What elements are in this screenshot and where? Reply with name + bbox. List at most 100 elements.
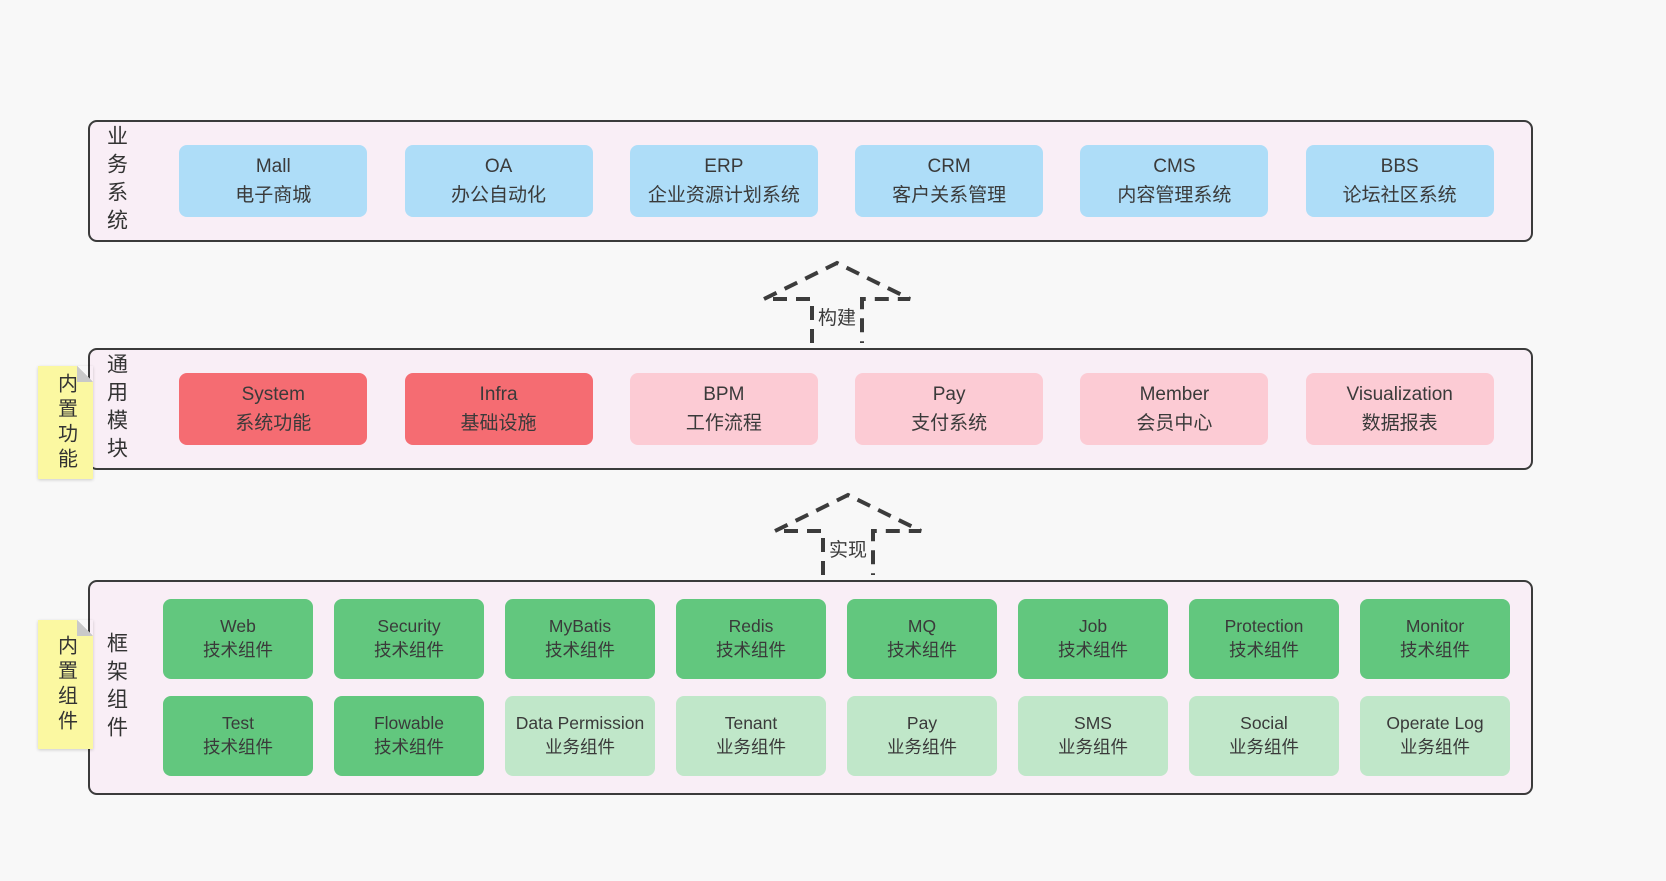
box-system-subtitle: 系统功能: [235, 413, 312, 434]
box-security-subtitle: 技术组件: [374, 640, 444, 660]
box-security: Security 技术组件: [334, 599, 484, 679]
business-systems-label: 业务系统: [104, 125, 128, 237]
box-bbs: BBS 论坛社区系统: [1305, 145, 1494, 217]
box-bbs-title: BBS: [1380, 155, 1419, 177]
box-flowable: Flowable 技术组件: [334, 696, 484, 776]
box-mybatis-title: MyBatis: [548, 616, 612, 637]
box-system-title: System: [241, 383, 305, 405]
box-cms-subtitle: 内容管理系统: [1117, 185, 1232, 206]
box-oa-title: OA: [484, 155, 513, 177]
business-systems-boxes: Mall 电子商城 OA 办公自动化 ERP 企业资源计划系统 CRM 客户关系…: [142, 122, 1531, 240]
box-flowable-subtitle: 技术组件: [374, 737, 444, 757]
box-erp-title: ERP: [704, 155, 744, 177]
common-modules-label-wrap: 通用模块: [90, 350, 142, 468]
box-mall: Mall 电子商城: [179, 145, 368, 217]
box-social-subtitle: 业务组件: [1229, 737, 1299, 757]
build-arrow-label: 构建: [815, 303, 859, 330]
builtin-components-note: 内置组件: [38, 620, 93, 749]
box-redis-title: Redis: [728, 616, 774, 637]
box-infra: Infra 基础设施: [404, 373, 593, 445]
box-pay-component: Pay 业务组件: [847, 696, 997, 776]
box-visualization: Visualization 数据报表: [1305, 373, 1494, 445]
box-system: System 系统功能: [179, 373, 368, 445]
framework-components-label: 框架组件: [104, 631, 128, 744]
framework-components-container: 框架组件 Web 技术组件 Security 技术组件 MyBatis 技术组件…: [88, 580, 1533, 795]
box-member-title: Member: [1139, 383, 1210, 405]
box-mybatis-subtitle: 技术组件: [545, 640, 615, 660]
box-redis: Redis 技术组件: [676, 599, 826, 679]
box-tenant-title: Tenant: [724, 713, 778, 734]
box-mq-title: MQ: [907, 616, 937, 637]
up-arrow-icon: [763, 260, 911, 343]
box-pay-module-title: Pay: [932, 383, 966, 405]
box-sms-title: SMS: [1074, 713, 1112, 734]
box-erp: ERP 企业资源计划系统: [629, 145, 818, 217]
box-pay-module-subtitle: 支付系统: [911, 413, 988, 434]
framework-components-row-1: Web 技术组件 Security 技术组件 MyBatis 技术组件 Redi…: [142, 599, 1531, 679]
box-mall-title: Mall: [255, 155, 291, 177]
box-job-title: Job: [1078, 616, 1108, 637]
box-mq-subtitle: 技术组件: [887, 640, 957, 660]
box-web-subtitle: 技术组件: [203, 640, 273, 660]
framework-components-row-2: Test 技术组件 Flowable 技术组件 Data Permission …: [142, 696, 1531, 776]
box-mall-subtitle: 电子商城: [235, 185, 312, 206]
box-mq: MQ 技术组件: [847, 599, 997, 679]
box-web: Web 技术组件: [163, 599, 313, 679]
box-pay-module: Pay 支付系统: [855, 373, 1044, 445]
box-job-subtitle: 技术组件: [1058, 640, 1128, 660]
box-test-title: Test: [221, 713, 255, 734]
box-operate-log-title: Operate Log: [1386, 713, 1484, 734]
box-sms: SMS 业务组件: [1018, 696, 1168, 776]
box-monitor: Monitor 技术组件: [1360, 599, 1510, 679]
box-operate-log: Operate Log 业务组件: [1360, 696, 1510, 776]
box-redis-subtitle: 技术组件: [716, 640, 786, 660]
box-social: Social 业务组件: [1189, 696, 1339, 776]
box-monitor-subtitle: 技术组件: [1400, 640, 1470, 660]
common-modules-boxes: System 系统功能 Infra 基础设施 BPM 工作流程 Pay 支付系统…: [142, 350, 1531, 468]
box-data-permission: Data Permission 业务组件: [505, 696, 655, 776]
box-pay-component-subtitle: 业务组件: [887, 737, 957, 757]
box-cms: CMS 内容管理系统: [1080, 145, 1269, 217]
box-crm-subtitle: 客户关系管理: [892, 185, 1007, 206]
box-protection: Protection 技术组件: [1189, 599, 1339, 679]
common-modules-label: 通用模块: [104, 353, 128, 465]
box-bpm-title: BPM: [703, 383, 745, 405]
box-data-permission-title: Data Permission: [515, 713, 645, 734]
business-systems-label-wrap: 业务系统: [90, 122, 142, 240]
framework-components-grid: Web 技术组件 Security 技术组件 MyBatis 技术组件 Redi…: [142, 582, 1531, 793]
builtin-features-note: 内置功能: [38, 366, 93, 479]
box-data-permission-subtitle: 业务组件: [545, 737, 615, 757]
box-operate-log-subtitle: 业务组件: [1400, 737, 1470, 757]
box-web-title: Web: [220, 616, 256, 637]
box-member: Member 会员中心: [1080, 373, 1269, 445]
box-infra-title: Infra: [479, 383, 518, 405]
box-protection-subtitle: 技术组件: [1229, 640, 1299, 660]
box-member-subtitle: 会员中心: [1136, 413, 1213, 434]
box-visualization-subtitle: 数据报表: [1361, 413, 1438, 434]
box-cms-title: CMS: [1153, 155, 1196, 177]
box-erp-subtitle: 企业资源计划系统: [647, 185, 800, 206]
box-test: Test 技术组件: [163, 696, 313, 776]
box-oa-subtitle: 办公自动化: [451, 185, 547, 206]
box-social-title: Social: [1240, 713, 1288, 734]
box-tenant: Tenant 业务组件: [676, 696, 826, 776]
up-arrow-icon: [774, 492, 922, 575]
box-bpm: BPM 工作流程: [629, 373, 818, 445]
box-monitor-title: Monitor: [1405, 616, 1465, 637]
box-pay-component-title: Pay: [906, 713, 938, 734]
box-crm-title: CRM: [927, 155, 971, 177]
implement-arrow-label: 实现: [826, 535, 870, 562]
framework-components-label-wrap: 框架组件: [90, 582, 142, 793]
box-flowable-title: Flowable: [373, 713, 445, 734]
builtin-components-note-label: 内置组件: [54, 634, 77, 735]
box-oa: OA 办公自动化: [404, 145, 593, 217]
box-security-title: Security: [377, 616, 441, 637]
box-visualization-title: Visualization: [1346, 383, 1453, 405]
business-systems-container: 业务系统 Mall 电子商城 OA 办公自动化 ERP 企业资源计划系统 CRM…: [88, 120, 1533, 242]
box-protection-title: Protection: [1224, 616, 1304, 637]
builtin-features-note-label: 内置功能: [54, 372, 77, 473]
box-job: Job 技术组件: [1018, 599, 1168, 679]
box-tenant-subtitle: 业务组件: [716, 737, 786, 757]
box-infra-subtitle: 基础设施: [460, 413, 537, 434]
box-bpm-subtitle: 工作流程: [685, 413, 762, 434]
